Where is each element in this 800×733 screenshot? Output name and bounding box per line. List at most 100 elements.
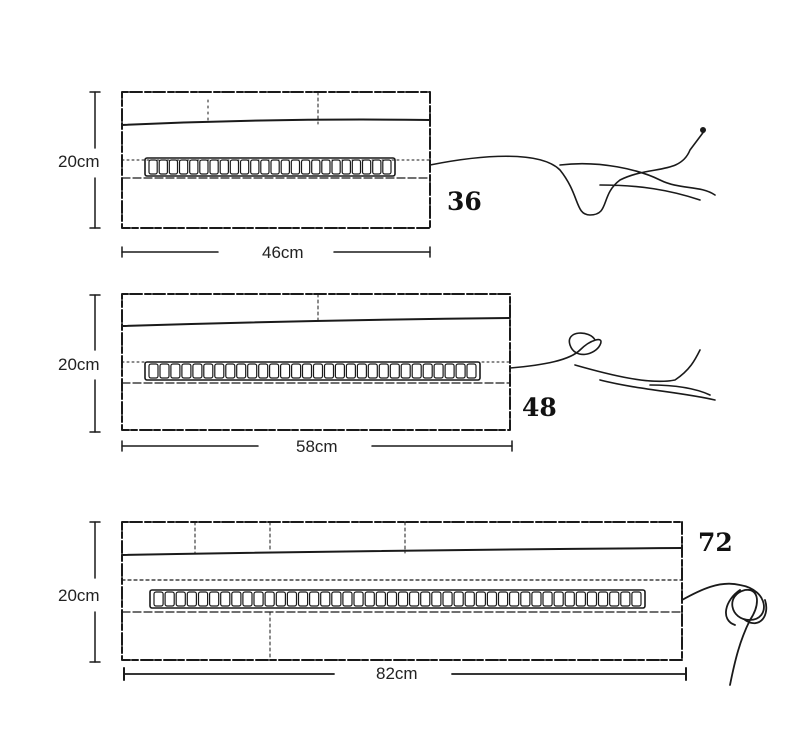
pencil-slot [280, 159, 291, 175]
width-dimension-36: 46cm [121, 243, 431, 262]
pencil-slot [372, 159, 382, 175]
width-dimension-72: 82cm [123, 664, 687, 683]
pencil-slot [411, 363, 422, 379]
pencil-slot [168, 159, 179, 175]
pencil-slot [397, 591, 409, 607]
pencil-slot [609, 591, 620, 607]
width-label-72: 82cm [376, 664, 418, 683]
pencil-slot [300, 159, 311, 175]
pencil-slot [400, 363, 411, 379]
pencil-slot [258, 363, 269, 379]
pencil-slot [312, 363, 324, 379]
pencil-slot [386, 591, 398, 607]
pencil-slot [297, 591, 309, 607]
pencil-slot [236, 363, 247, 379]
pencil-slot [192, 363, 203, 379]
pencil-slot [356, 363, 367, 379]
pencil-slot [148, 159, 158, 175]
pencil-slot [382, 159, 392, 175]
pencil-slot [159, 363, 170, 379]
pencil-slot [199, 159, 209, 175]
pencil-slot [220, 591, 231, 607]
elastic-band-48 [148, 363, 477, 379]
count-label-48: 48 [522, 393, 557, 422]
pencil-slot [431, 591, 442, 607]
height-label-48: 20cm [58, 355, 100, 374]
pencil-slot [153, 591, 164, 607]
pencil-slot [321, 159, 331, 175]
roll-body-36 [121, 91, 431, 229]
pencil-slot [597, 591, 609, 607]
pencil-slot [442, 591, 453, 607]
count-label-36: 36 [447, 187, 482, 216]
pencil-slot [531, 591, 542, 607]
pencil-slot [247, 363, 258, 379]
pencil-slot [275, 591, 286, 607]
width-label-36: 46cm [262, 243, 304, 262]
pencil-slot [341, 159, 352, 175]
count-label-72: 72 [698, 528, 733, 557]
pencil-slot [181, 363, 192, 379]
pencil-slot [178, 159, 189, 175]
pencil-slot [290, 159, 301, 175]
height-label-72: 20cm [58, 586, 100, 605]
width-dimension-48: 58cm [121, 437, 513, 456]
pencil-slot [364, 591, 375, 607]
tie-string-36 [429, 129, 716, 216]
pencil-slot [189, 159, 199, 175]
pencil-slot [586, 591, 598, 607]
pencil-slot [509, 591, 520, 607]
pencil-slot [389, 363, 400, 379]
pencil-slot [203, 363, 214, 379]
string-end-36 [700, 127, 706, 133]
elastic-band-72 [153, 591, 642, 607]
pencil-slot [197, 591, 209, 607]
pencil-slot [164, 591, 175, 607]
pencil-slot [353, 591, 364, 607]
pencil-slot [286, 591, 298, 607]
pencil-slot [264, 591, 275, 607]
pencil-slot [269, 363, 280, 379]
pencil-slot [270, 159, 280, 175]
pencil-slot [422, 363, 433, 379]
pencil-slot [148, 363, 159, 379]
pencil-slot [564, 591, 575, 607]
pencil-slot [209, 159, 219, 175]
pencil-slot [323, 363, 335, 379]
pencil-slot [542, 591, 553, 607]
pencil-slot [301, 363, 313, 379]
pencil-slot [250, 159, 260, 175]
pencil-slot [342, 591, 353, 607]
pencil-slot [409, 591, 420, 607]
pencil-slot [620, 591, 631, 607]
pencil-slot [320, 591, 331, 607]
tie-string-48 [509, 332, 716, 401]
pencil-slot [175, 591, 186, 607]
pencil-slot [345, 363, 356, 379]
pencil-slot [361, 159, 372, 175]
pencil-slot [260, 159, 270, 175]
height-dimension-72: 20cm [58, 521, 101, 663]
pencil-slot [231, 591, 242, 607]
pencil-slot [497, 591, 509, 607]
elastic-band-36 [148, 159, 392, 175]
pencil-slot [242, 591, 253, 607]
height-label-36: 20cm [58, 152, 100, 171]
pencil-slot [520, 591, 531, 607]
pencil-slot [186, 591, 198, 607]
pencil-slot [367, 363, 378, 379]
pencil-slot [311, 159, 321, 175]
roll-body-72 [121, 521, 683, 661]
pencil-slot [464, 591, 475, 607]
pencil-slot [375, 591, 386, 607]
roll-72: 20cm 72 82cm [58, 521, 768, 686]
pencil-slot [209, 591, 220, 607]
pencil-slot [239, 159, 250, 175]
pencil-slot [466, 363, 477, 379]
pencil-slot [378, 363, 389, 379]
pencil-slot [553, 591, 564, 607]
pencil-slot [631, 591, 642, 607]
pencil-slot [158, 159, 168, 175]
tie-string-72 [681, 582, 768, 686]
height-dimension-48: 20cm [58, 294, 101, 433]
